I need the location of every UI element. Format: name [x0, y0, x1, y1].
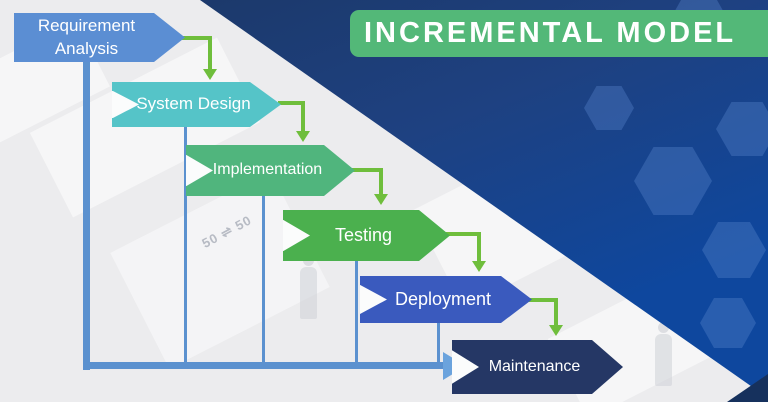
connector-arrow-down-icon [472, 261, 486, 272]
feedback-line-vertical-main [83, 60, 90, 370]
hexagon-decoration [716, 102, 768, 156]
person-head [658, 322, 669, 333]
bg-panel [110, 171, 330, 369]
chevron-notch-icon [112, 91, 139, 119]
feedback-line-vertical [437, 321, 440, 366]
connector-segment [446, 232, 481, 236]
step-label: Deployment [394, 288, 492, 309]
step-label-line: Analysis [54, 38, 119, 58]
feedback-line-vertical [184, 126, 187, 366]
feedback-line-vertical [262, 194, 265, 366]
step-label: Implementation [212, 161, 323, 179]
step-label-line: Requirement [37, 16, 136, 36]
connector-segment [278, 101, 305, 105]
connector-segment [477, 232, 481, 263]
hexagon-decoration [702, 222, 766, 278]
step-label: Testing [334, 224, 393, 245]
connector-segment [379, 168, 383, 195]
connector-segment [208, 36, 212, 71]
step-banner-deployment: Deployment [360, 276, 532, 323]
chevron-notch-icon [452, 350, 479, 383]
connector-segment [554, 298, 558, 327]
step-label: Maintenance [488, 357, 581, 375]
connector-arrow-down-icon [374, 194, 388, 205]
hexagon-decoration [634, 147, 712, 215]
chevron-notch-icon [283, 220, 310, 252]
feedback-line-horizontal [83, 362, 445, 369]
page-title: INCREMENTAL MODEL [364, 17, 737, 49]
title-banner: INCREMENTAL MODEL [350, 10, 768, 57]
connector-arrow-down-icon [549, 325, 563, 336]
step-banner-system-design: System Design [112, 82, 281, 127]
person-body [300, 267, 317, 319]
hexagon-decoration [700, 298, 756, 348]
chevron-notch-icon [360, 285, 387, 314]
step-label: Requirement Analysis [38, 15, 135, 59]
step-banner-implementation: Implementation [186, 145, 355, 196]
feedback-line-vertical [355, 259, 358, 366]
chevron-notch-icon [186, 155, 213, 187]
person-body [655, 334, 672, 386]
connector-arrow-down-icon [203, 69, 217, 80]
connector-segment [351, 168, 383, 172]
step-banner-maintenance: Maintenance [452, 340, 623, 394]
connector-segment [180, 36, 212, 40]
step-label: System Design [136, 94, 251, 114]
person-silhouette [300, 255, 317, 319]
step-banner-testing: Testing [283, 210, 450, 261]
person-silhouette [655, 322, 672, 386]
step-banner-requirement-analysis: Requirement Analysis [14, 13, 185, 62]
hexagon-decoration [584, 86, 634, 130]
connector-segment [301, 101, 305, 133]
connector-arrow-down-icon [296, 131, 310, 142]
connector-segment [528, 298, 558, 302]
